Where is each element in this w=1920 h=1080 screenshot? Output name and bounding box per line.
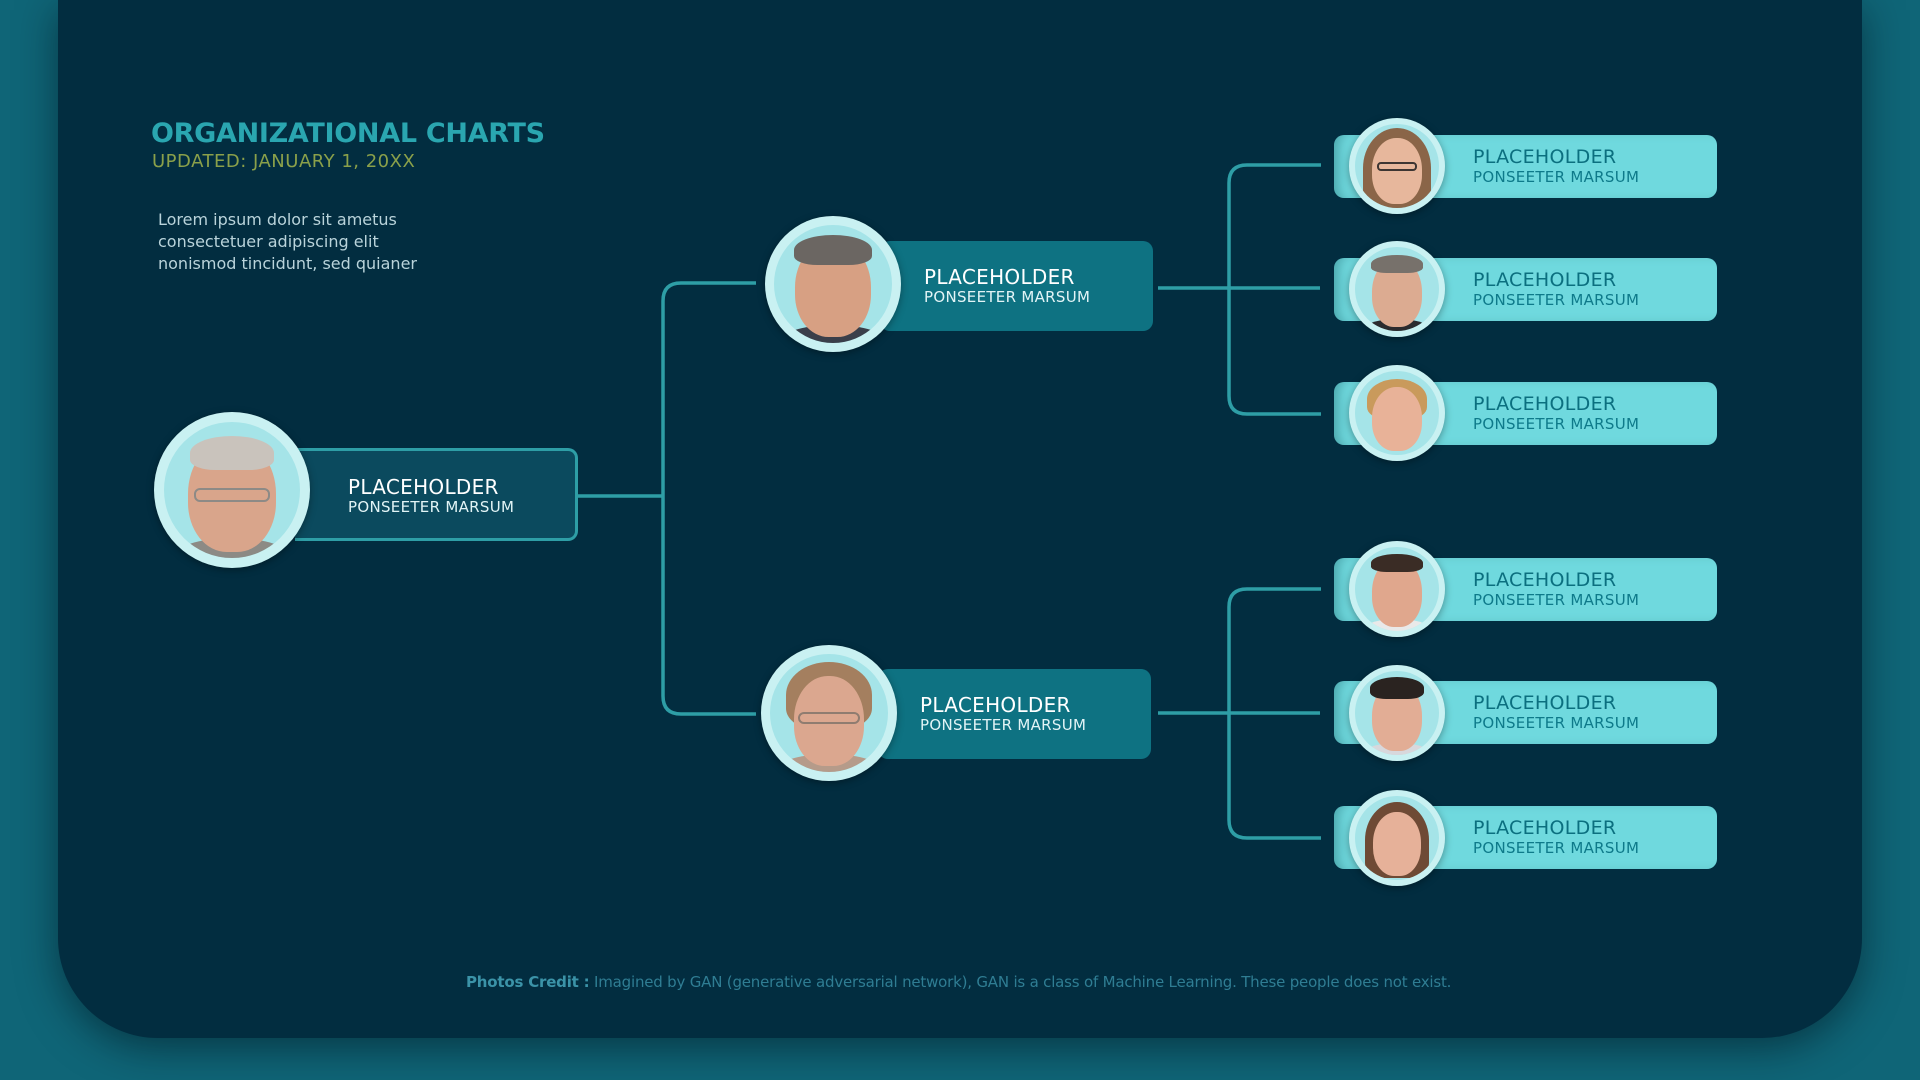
node-name: PLACEHOLDER [920,693,1071,717]
node-name: PLACEHOLDER [1473,269,1617,291]
connector-root-bracket [661,281,756,716]
connector-manager-2-bracket [1227,587,1321,840]
photo-credit-text: Imagined by GAN (generative adversarial … [589,973,1452,991]
node-name: PLACEHOLDER [348,475,499,499]
node-role: PONSEETER MARSUM [348,498,515,516]
description-line: consectetuer adipiscing elit [158,232,379,251]
report-2-1-label: PLACEHOLDER PONSEETER MARSUM [1473,569,1640,610]
photo-credit-label: Photos Credit : [466,973,590,991]
node-role: PONSEETER MARSUM [920,716,1087,734]
connector-manager-1-bracket [1227,163,1321,416]
node-role: PONSEETER MARSUM [1473,168,1640,186]
root-node-label: PLACEHOLDER PONSEETER MARSUM [348,476,514,516]
description-line: nonismod tincidunt, sed quianer [158,254,417,273]
manager-2-avatar [761,645,897,781]
node-name: PLACEHOLDER [1473,692,1617,714]
node-role: PONSEETER MARSUM [1473,415,1640,433]
node-role: PONSEETER MARSUM [1473,714,1640,732]
updated-date: UPDATED: JANUARY 1, 20XX [152,151,416,172]
manager-2-card[interactable] [878,669,1151,759]
node-role: PONSEETER MARSUM [1473,591,1640,609]
report-2-1-avatar [1349,541,1445,637]
report-1-3-label: PLACEHOLDER PONSEETER MARSUM [1473,393,1640,434]
node-role: PONSEETER MARSUM [1473,291,1640,309]
node-name: PLACEHOLDER [1473,569,1617,591]
page-title: ORGANIZATIONAL CHARTS [151,118,545,149]
manager-1-card[interactable] [880,241,1153,331]
description: Lorem ipsum dolor sit ametus consectetue… [158,209,478,275]
report-1-1-avatar [1349,118,1445,214]
manager-2-label: PLACEHOLDER PONSEETER MARSUM [920,694,1086,734]
report-1-3-avatar [1349,365,1445,461]
manager-1-avatar [765,216,901,352]
manager-1-label: PLACEHOLDER PONSEETER MARSUM [924,266,1090,306]
node-role: PONSEETER MARSUM [1473,839,1640,857]
root-node-card[interactable] [295,448,578,541]
report-2-3-label: PLACEHOLDER PONSEETER MARSUM [1473,817,1640,858]
node-name: PLACEHOLDER [1473,817,1617,839]
report-2-2-label: PLACEHOLDER PONSEETER MARSUM [1473,692,1640,733]
node-name: PLACEHOLDER [924,265,1075,289]
report-2-3-avatar [1349,790,1445,886]
description-line: Lorem ipsum dolor sit ametus [158,210,397,229]
report-1-1-label: PLACEHOLDER PONSEETER MARSUM [1473,146,1640,187]
report-1-2-label: PLACEHOLDER PONSEETER MARSUM [1473,269,1640,310]
root-avatar [154,412,310,568]
node-name: PLACEHOLDER [1473,146,1617,168]
node-role: PONSEETER MARSUM [924,288,1091,306]
report-2-2-avatar [1349,665,1445,761]
node-name: PLACEHOLDER [1473,393,1617,415]
photo-credit: Photos Credit : Imagined by GAN (generat… [466,973,1451,991]
report-1-2-avatar [1349,241,1445,337]
